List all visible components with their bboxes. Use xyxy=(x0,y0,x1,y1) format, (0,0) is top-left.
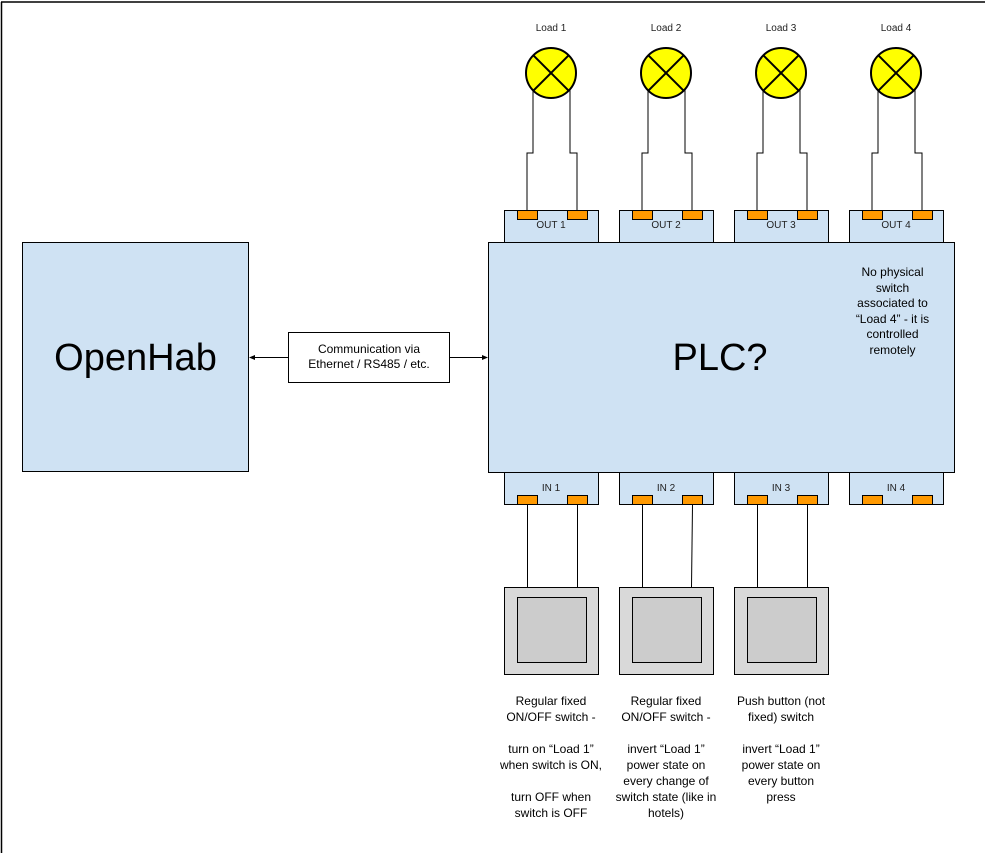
terminal-icon xyxy=(632,210,653,220)
input-label: IN 2 xyxy=(656,483,676,494)
input-module-2[interactable] xyxy=(619,472,714,505)
input-wire xyxy=(691,504,693,588)
switch-3[interactable] xyxy=(734,505,829,675)
terminal-icon xyxy=(862,495,883,505)
link-label: Communication via Ethernet / RS485 / etc… xyxy=(288,342,450,372)
output-wire xyxy=(799,90,808,212)
load-4[interactable] xyxy=(870,47,923,212)
terminal-icon xyxy=(517,210,538,220)
terminal-icon xyxy=(517,495,538,505)
plc-label: PLC? xyxy=(672,337,768,379)
output-wire xyxy=(569,90,578,212)
link-label-line-2: Ethernet / RS485 / etc. xyxy=(308,357,430,371)
openhab-label: OpenHab xyxy=(54,337,217,379)
terminal-icon xyxy=(567,495,588,505)
output-module-3[interactable] xyxy=(734,210,829,243)
output-wire xyxy=(756,90,764,212)
output-label: OUT 3 xyxy=(766,220,796,231)
input-module-1[interactable] xyxy=(504,472,599,505)
output-wire xyxy=(914,90,923,212)
switch-icon xyxy=(619,587,714,675)
input-module-3[interactable] xyxy=(734,472,829,505)
terminal-icon xyxy=(682,210,703,220)
terminal-icon xyxy=(632,495,653,505)
load-3[interactable] xyxy=(755,47,808,212)
arrowhead-left-icon xyxy=(249,355,255,360)
input-module-4[interactable] xyxy=(849,472,944,505)
input-label: IN 1 xyxy=(541,483,561,494)
lamp-icon xyxy=(640,47,692,99)
switch-2[interactable] xyxy=(619,504,714,675)
terminal-icon xyxy=(747,495,768,505)
output-label: OUT 1 xyxy=(536,220,566,231)
terminal-icon xyxy=(912,495,933,505)
terminal-icon xyxy=(797,210,818,220)
load-label: Load 2 xyxy=(650,23,682,34)
output-wire xyxy=(526,90,534,212)
load-2[interactable] xyxy=(640,47,693,212)
terminal-icon xyxy=(912,210,933,220)
switch-icon xyxy=(504,587,599,675)
output-wire xyxy=(641,90,649,212)
switch-description: Regular fixed ON/OFF switch - invert “Lo… xyxy=(615,694,717,820)
plc-note: No physical switch associated to “Load 4… xyxy=(855,265,930,357)
load-label: Load 4 xyxy=(880,23,912,34)
output-module-4[interactable] xyxy=(849,210,944,243)
lamp-icon xyxy=(870,47,922,99)
output-wire xyxy=(684,90,693,212)
terminal-icon xyxy=(747,210,768,220)
switch-description: Push button (not fixed) switch invert “L… xyxy=(736,694,826,804)
arrowhead-right-icon xyxy=(482,355,488,360)
input-label: IN 3 xyxy=(771,483,791,494)
switch-icon xyxy=(734,587,829,675)
switch-1[interactable] xyxy=(504,505,599,675)
output-label: OUT 4 xyxy=(881,220,911,231)
openhab-box[interactable] xyxy=(22,242,249,472)
load-label: Load 3 xyxy=(765,23,797,34)
output-module-1[interactable] xyxy=(504,210,599,243)
output-label: OUT 2 xyxy=(651,220,681,231)
link-label-line-1: Communication via xyxy=(317,342,421,356)
load-1[interactable] xyxy=(525,47,578,212)
terminal-icon xyxy=(862,210,883,220)
input-label: IN 4 xyxy=(886,483,906,494)
link-label-box xyxy=(288,332,450,383)
switch-description: Regular fixed ON/OFF switch - turn on “L… xyxy=(499,694,603,820)
terminal-icon xyxy=(567,210,588,220)
terminal-icon xyxy=(682,495,703,505)
lamp-icon xyxy=(525,47,577,99)
communication-link xyxy=(249,332,488,383)
plc-box[interactable] xyxy=(488,242,955,473)
load-label: Load 1 xyxy=(535,23,567,34)
output-wire xyxy=(871,90,879,212)
terminal-icon xyxy=(797,495,818,505)
output-module-2[interactable] xyxy=(619,210,714,243)
lamp-icon xyxy=(755,47,807,99)
